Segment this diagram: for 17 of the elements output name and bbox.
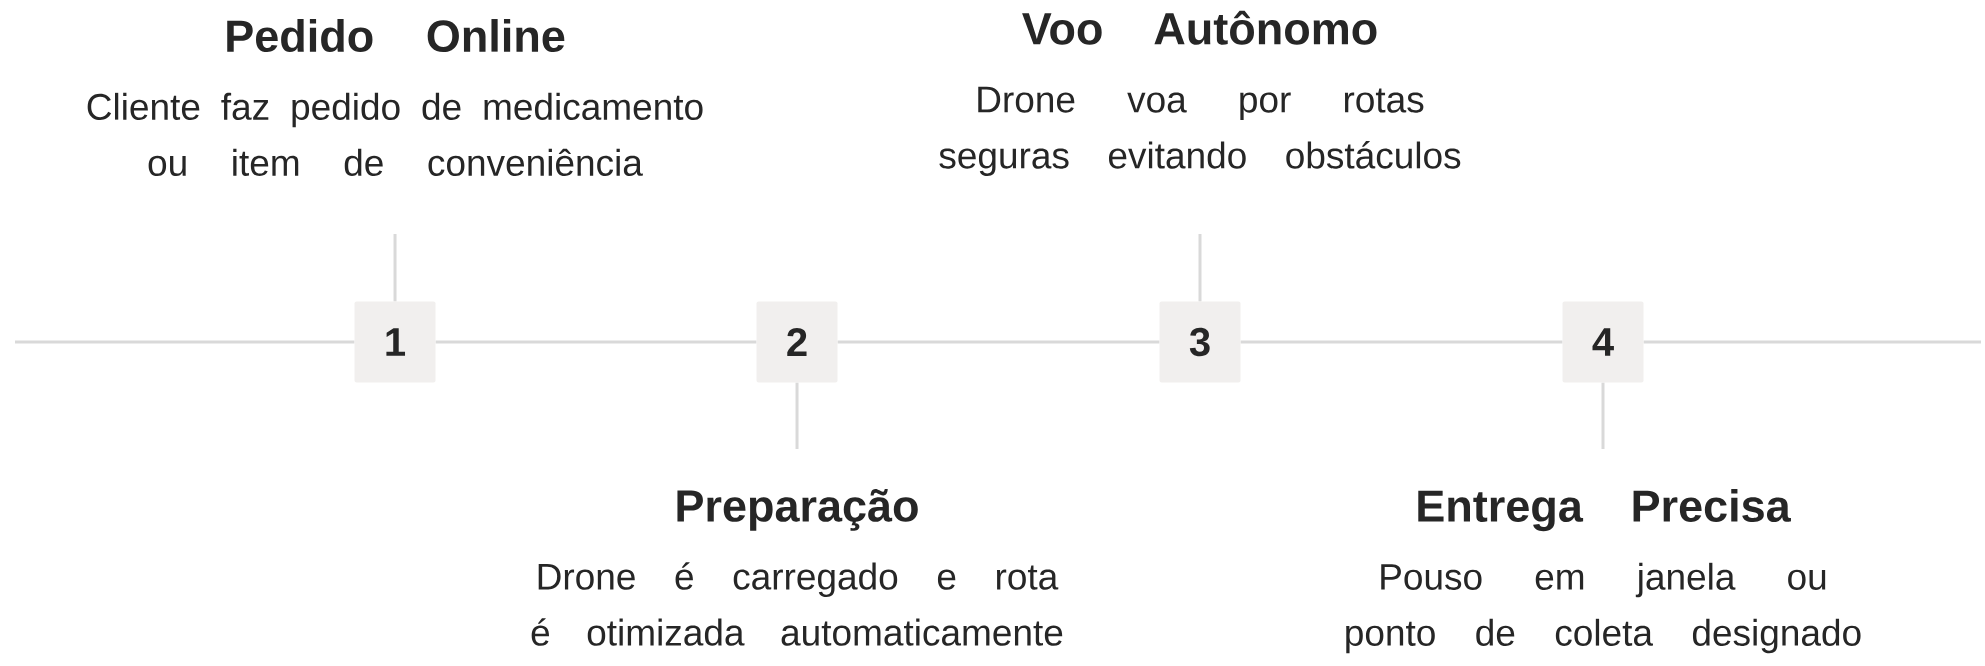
step-text: Voo Autônomo Drone voa por rotas seguras evitando obstáculos <box>939 10 1461 176</box>
timeline-line <box>837 340 1160 344</box>
timeline-line <box>15 340 355 344</box>
step-text: Preparação Drone é carregado e rota é otimizada automaticamente <box>531 489 1063 646</box>
timeline-line <box>1643 340 1981 344</box>
connector-line <box>795 382 799 449</box>
step-text: Entrega Precisa Pouso em janela ou ponto de coleta designado <box>1346 489 1861 654</box>
step-text: Pedido Online Cliente faz pedido de medicamento ou item de conveniência <box>87 19 703 176</box>
timeline-line <box>435 340 757 344</box>
connector-line <box>1601 382 1605 449</box>
step-number-box: 1 <box>354 301 436 383</box>
step-number-box: 4 <box>1562 301 1644 383</box>
timeline-line <box>1240 340 1563 344</box>
step-number-box: 2 <box>756 301 838 383</box>
connector-line <box>393 234 397 302</box>
connector-line <box>1198 234 1202 302</box>
step-number-box: 3 <box>1159 301 1241 383</box>
